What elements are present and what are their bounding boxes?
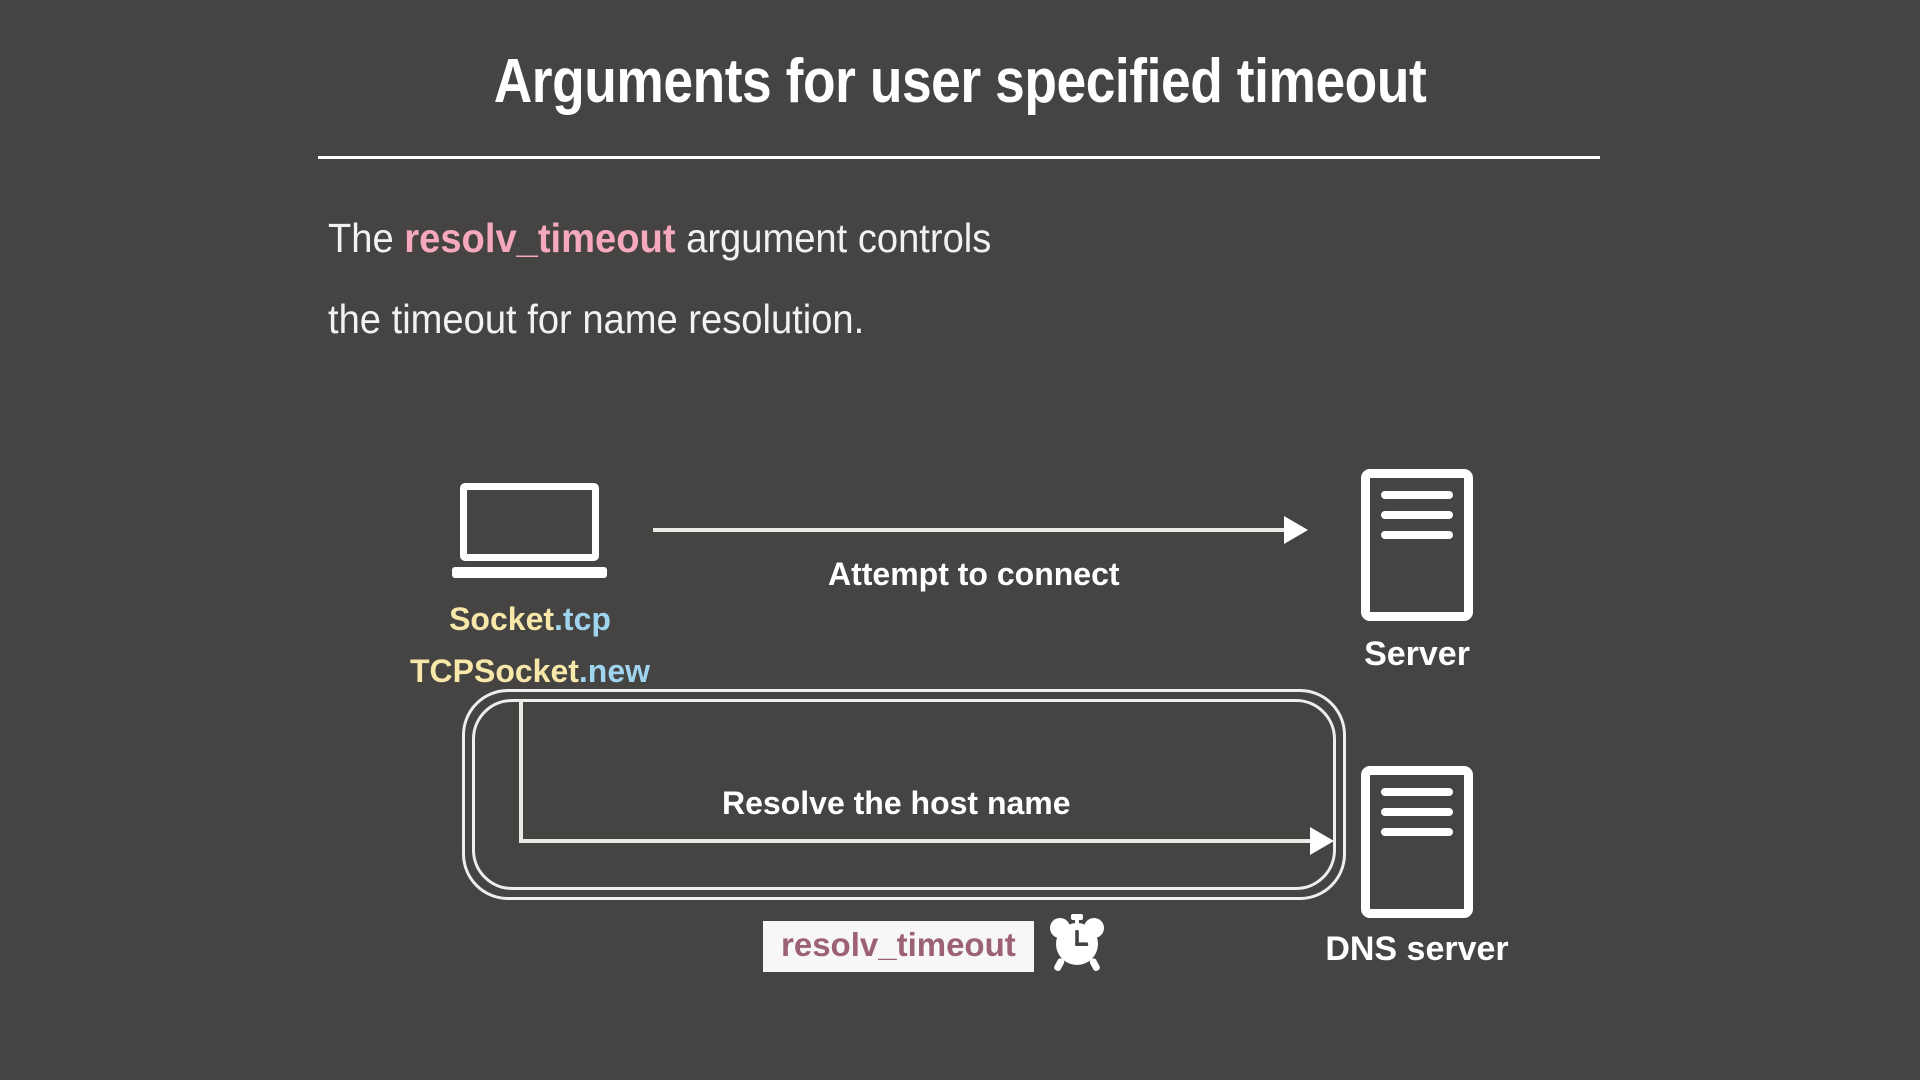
- body-line-1-suffix: argument controls: [675, 215, 992, 261]
- body-line-1-prefix: The: [328, 215, 405, 261]
- code-label-tcpsocket-new: TCPSocket.new: [330, 645, 730, 697]
- connect-arrow-label: Attempt to connect: [828, 556, 1120, 592]
- connect-arrow-head: [1284, 516, 1308, 544]
- dns-server-label: DNS server: [1325, 930, 1509, 968]
- client-code-labels: Socket.tcp TCPSocket.new: [330, 593, 730, 697]
- resolve-arrow-vertical: [519, 699, 523, 841]
- laptop-screen: [460, 483, 599, 561]
- dns-server-slot-1: [1381, 788, 1453, 796]
- body-line-2: the timeout for name resolution.: [328, 296, 865, 342]
- resolve-group-outline-inner: [472, 699, 1336, 890]
- body-keyword-resolv-timeout: resolv_timeout: [404, 215, 676, 261]
- body-line-1: The resolv_timeout argument controls: [328, 198, 1351, 279]
- laptop-icon: [452, 483, 607, 578]
- alarm-clock-icon: [1046, 912, 1108, 974]
- code-label-socket-tcp: Socket.tcp: [330, 593, 730, 645]
- server-label: Server: [1364, 635, 1470, 673]
- code-method-new: .new: [578, 653, 651, 689]
- connect-arrow-line: [653, 528, 1288, 532]
- dns-server-chassis: [1361, 766, 1473, 918]
- code-receiver-tcpsocket: TCPSocket: [409, 653, 579, 689]
- title-divider: [318, 156, 1600, 159]
- server-slot-1: [1381, 491, 1453, 499]
- resolve-arrow-horizontal: [519, 839, 1316, 843]
- dns-server-slot-2: [1381, 808, 1453, 816]
- server-chassis: [1361, 469, 1473, 621]
- body-copy: The resolv_timeout argument controls the…: [328, 198, 1351, 360]
- dns-server-icon: [1361, 766, 1473, 918]
- status-badge-resolv-timeout: resolv_timeout: [763, 921, 1034, 972]
- dns-server-slot-3: [1381, 828, 1453, 836]
- server-slot-3: [1381, 531, 1453, 539]
- resolve-arrow-head: [1310, 827, 1334, 855]
- laptop-base: [452, 567, 607, 578]
- server-slot-2: [1381, 511, 1453, 519]
- code-receiver-socket: Socket: [449, 601, 555, 637]
- code-method-tcp: .tcp: [554, 601, 611, 637]
- resolve-group-outline-outer: [462, 689, 1346, 900]
- server-icon: [1361, 469, 1473, 621]
- resolve-arrow-label: Resolve the host name: [722, 785, 1071, 821]
- page-title: Arguments for user specified timeout: [493, 47, 1427, 116]
